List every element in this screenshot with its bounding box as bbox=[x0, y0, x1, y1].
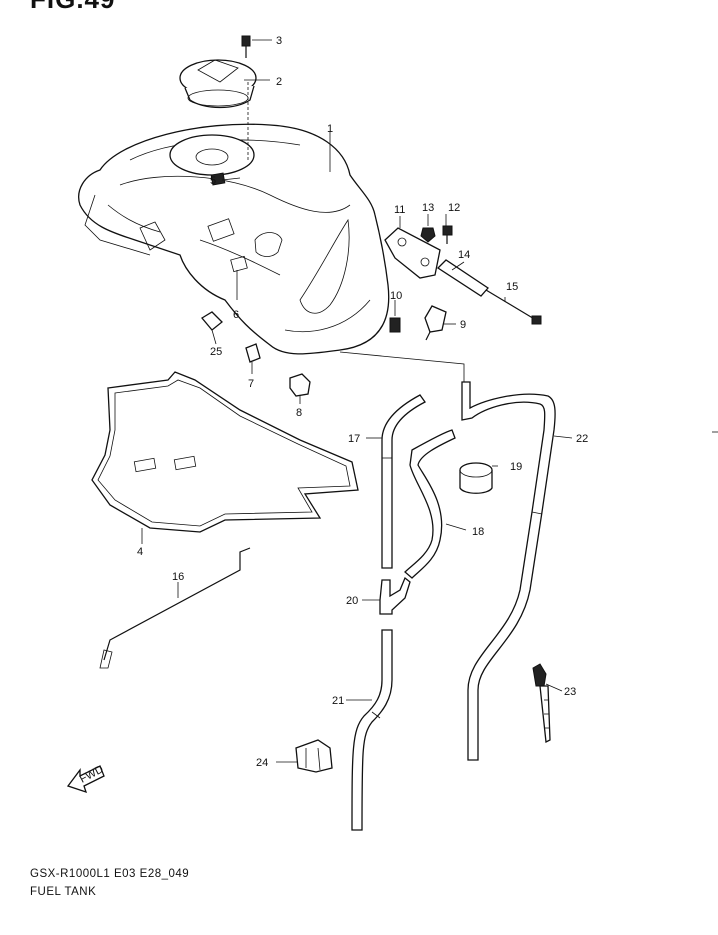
cushion-10 bbox=[389, 317, 401, 333]
fuel-tank bbox=[78, 123, 390, 355]
bracket-11 bbox=[384, 227, 441, 279]
callout-11: 11 bbox=[394, 204, 405, 216]
leader-lines bbox=[141, 39, 573, 763]
clamp-23 bbox=[532, 663, 551, 744]
joint-20 bbox=[379, 576, 411, 615]
callout-labels: 3 2 1 5 6 11 13 12 14 15 10 9 25 7 8 17 … bbox=[137, 35, 588, 769]
callout-1: 1 bbox=[327, 123, 333, 135]
callout-9: 9 bbox=[460, 319, 466, 331]
hose-17 bbox=[381, 394, 426, 569]
filler-cap bbox=[179, 59, 257, 109]
callout-17: 17 bbox=[348, 433, 360, 445]
callout-15: 15 bbox=[506, 281, 518, 293]
callout-19: 19 bbox=[510, 461, 522, 473]
cap-19 bbox=[459, 462, 493, 494]
grommet-8 bbox=[289, 373, 311, 397]
callout-12: 12 bbox=[448, 202, 460, 214]
callout-18: 18 bbox=[472, 526, 484, 538]
callout-20: 20 bbox=[346, 595, 358, 607]
callout-4: 4 bbox=[137, 546, 143, 558]
fwd-arrow-icon: FWD bbox=[66, 763, 106, 794]
seal-4 bbox=[91, 371, 359, 533]
callout-25: 25 bbox=[210, 346, 222, 358]
footer-title: FUEL TANK bbox=[30, 886, 97, 898]
figure-label: FIG.49 bbox=[30, 0, 115, 15]
clip-7 bbox=[245, 343, 261, 363]
callout-6: 6 bbox=[233, 309, 239, 321]
callout-23: 23 bbox=[564, 686, 576, 698]
collar-14 bbox=[436, 259, 489, 297]
callout-16: 16 bbox=[172, 571, 184, 583]
bolt-12 bbox=[442, 225, 453, 244]
damper-9 bbox=[424, 305, 447, 341]
bolt-15 bbox=[485, 289, 542, 325]
callout-21: 21 bbox=[332, 695, 344, 707]
callout-14: 14 bbox=[458, 249, 470, 261]
cushion-5 bbox=[210, 172, 226, 186]
callout-8: 8 bbox=[296, 407, 302, 419]
callout-2: 2 bbox=[276, 76, 282, 88]
hose-18 bbox=[404, 429, 456, 579]
cushion-25 bbox=[201, 311, 223, 331]
callout-3: 3 bbox=[276, 35, 282, 47]
clamp-24 bbox=[295, 739, 333, 773]
bolt-3 bbox=[241, 35, 251, 58]
callout-10: 10 bbox=[390, 290, 402, 302]
callout-5: 5 bbox=[210, 175, 216, 187]
callout-7: 7 bbox=[248, 378, 254, 390]
callout-24: 24 bbox=[256, 757, 268, 769]
footer-code: GSX-R1000L1 E03 E28_049 bbox=[30, 868, 190, 880]
prop-rod-16 bbox=[99, 547, 251, 669]
nut-13 bbox=[420, 227, 436, 243]
hose-21 bbox=[351, 629, 393, 831]
callout-13: 13 bbox=[422, 202, 434, 214]
hose-22 bbox=[461, 381, 556, 761]
callout-22: 22 bbox=[576, 433, 588, 445]
